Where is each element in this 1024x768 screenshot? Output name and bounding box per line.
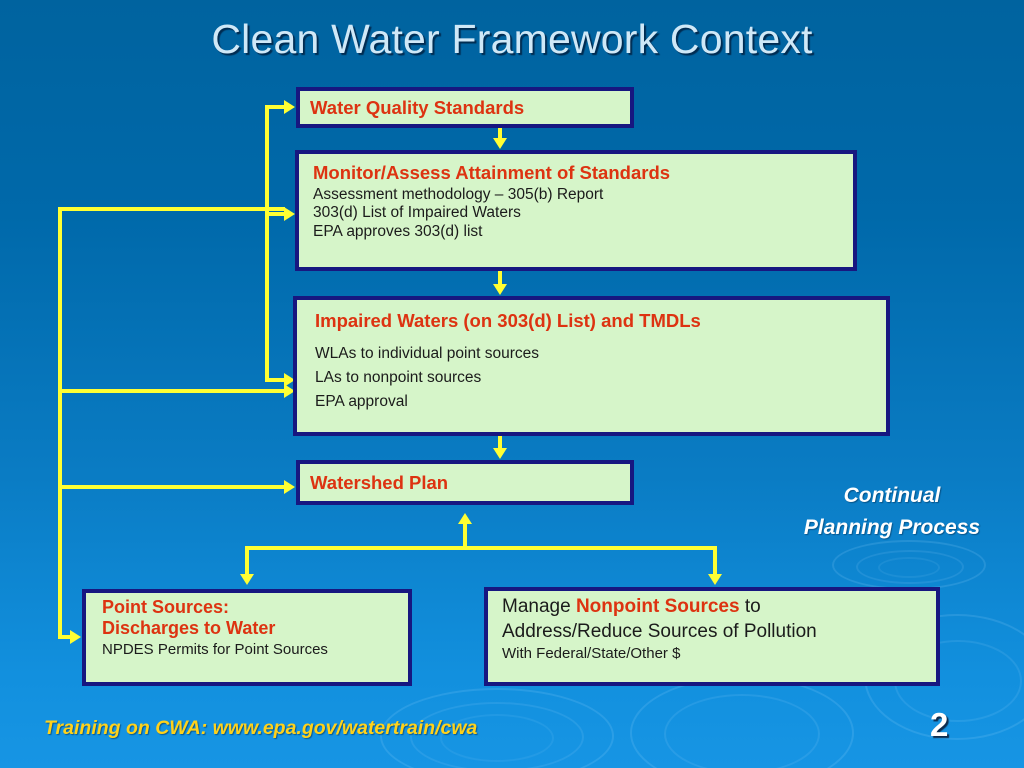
water-ripple-icon bbox=[630, 676, 854, 768]
box-line: Assessment methodology – 305(b) Report bbox=[313, 186, 604, 203]
box-nonpoint-sources[interactable]: Manage Nonpoint Sources to Address/Reduc… bbox=[484, 587, 940, 686]
box-watershed-plan[interactable]: Watershed Plan bbox=[296, 460, 634, 505]
arrowhead-to-impaired-upper-icon bbox=[284, 373, 295, 387]
box-subtext: With Federal/State/Other $ bbox=[502, 645, 681, 663]
cpp-line2: Planning Process bbox=[803, 515, 981, 539]
box-water-quality-standards[interactable]: Water Quality Standards bbox=[296, 87, 634, 128]
connector-vertical-right-spine bbox=[265, 107, 269, 382]
box-heading: Water Quality Standards bbox=[310, 96, 525, 118]
connector-wqs-to-monitor bbox=[498, 128, 502, 140]
connector-left-to-monitor bbox=[58, 207, 285, 211]
arrowhead-impaired-to-watershed-icon bbox=[493, 448, 507, 459]
arrowhead-bus-to-nonpoint-icon bbox=[708, 574, 722, 585]
cpp-line1: Continual bbox=[843, 484, 941, 507]
box-line: EPA approval bbox=[315, 393, 408, 411]
water-ripple-icon bbox=[856, 550, 964, 584]
box-heading: Impaired Waters (on 303(d) List) and TMD… bbox=[315, 310, 701, 331]
box-subtext: NPDES Permits for Point Sources bbox=[102, 640, 328, 658]
connector-monitor-to-impaired bbox=[498, 271, 502, 285]
box-line: 303(d) List of Impaired Waters bbox=[313, 204, 521, 222]
connector-bus-to-watershed bbox=[463, 522, 467, 550]
text-prefix: Manage bbox=[502, 596, 576, 617]
arrowhead-to-monitor-icon bbox=[284, 207, 295, 221]
connector-to-monitor bbox=[265, 212, 285, 216]
arrowhead-to-watershed-icon bbox=[284, 480, 295, 494]
water-ripple-icon bbox=[878, 557, 940, 578]
text-emphasis: Nonpoint Sources bbox=[575, 596, 740, 617]
connector-left-to-impaired bbox=[58, 389, 285, 393]
arrowhead-to-point-sources-icon bbox=[70, 630, 81, 644]
box-line: EPA approves 303(d) list bbox=[313, 222, 483, 240]
water-ripple-icon bbox=[832, 540, 986, 590]
footer-training-text: Training on CWA: www.epa.gov/watertrain/… bbox=[44, 717, 478, 739]
connector-impaired-to-watershed bbox=[498, 436, 502, 449]
water-ripple-icon bbox=[664, 694, 820, 768]
connector-left-to-watershed bbox=[58, 485, 285, 489]
continual-planning-process-label: Continual Planning Process bbox=[760, 480, 1024, 543]
connector-to-impaired-upper bbox=[265, 378, 285, 382]
box-heading-line1: Point Sources: bbox=[102, 597, 230, 617]
connector-to-wqs bbox=[265, 105, 285, 109]
arrowhead-to-wqs-icon bbox=[284, 100, 295, 114]
arrowhead-bus-to-point-sources-icon bbox=[240, 574, 254, 585]
connector-bus-down-right bbox=[713, 546, 717, 576]
arrowhead-wqs-to-monitor-icon bbox=[493, 138, 507, 149]
page-number: 2 bbox=[930, 706, 949, 743]
box-line: WLAs to individual point sources bbox=[315, 345, 540, 362]
connector-bus-down-left bbox=[245, 546, 249, 576]
text-suffix: to bbox=[739, 596, 761, 617]
box-monitor-assess[interactable]: Monitor/Assess Attainment of Standards A… bbox=[295, 150, 857, 271]
box-text-line1: Manage Nonpoint Sources to bbox=[502, 595, 928, 620]
connector-bottom-bus bbox=[245, 546, 717, 550]
slide-title: Clean Water Framework Context bbox=[211, 16, 813, 62]
arrowhead-bus-to-watershed-icon bbox=[458, 513, 472, 524]
box-text-line2: Address/Reduce Sources of Pollution bbox=[502, 620, 817, 642]
box-heading-line2: Discharges to Water bbox=[102, 618, 276, 639]
box-heading: Watershed Plan bbox=[310, 471, 449, 493]
arrowhead-monitor-to-impaired-icon bbox=[493, 284, 507, 295]
box-point-sources[interactable]: Point Sources: Discharges to Water NPDES… bbox=[82, 589, 412, 686]
connector-left-to-point-sources bbox=[58, 635, 72, 639]
box-line: LAs to nonpoint sources bbox=[315, 369, 482, 387]
box-impaired-waters[interactable]: Impaired Waters (on 303(d) List) and TMD… bbox=[293, 296, 890, 436]
connector-vertical-left-spine bbox=[58, 207, 62, 639]
arrowhead-to-impaired-lower-icon bbox=[284, 384, 295, 398]
box-heading: Monitor/Assess Attainment of Standards bbox=[313, 162, 671, 183]
